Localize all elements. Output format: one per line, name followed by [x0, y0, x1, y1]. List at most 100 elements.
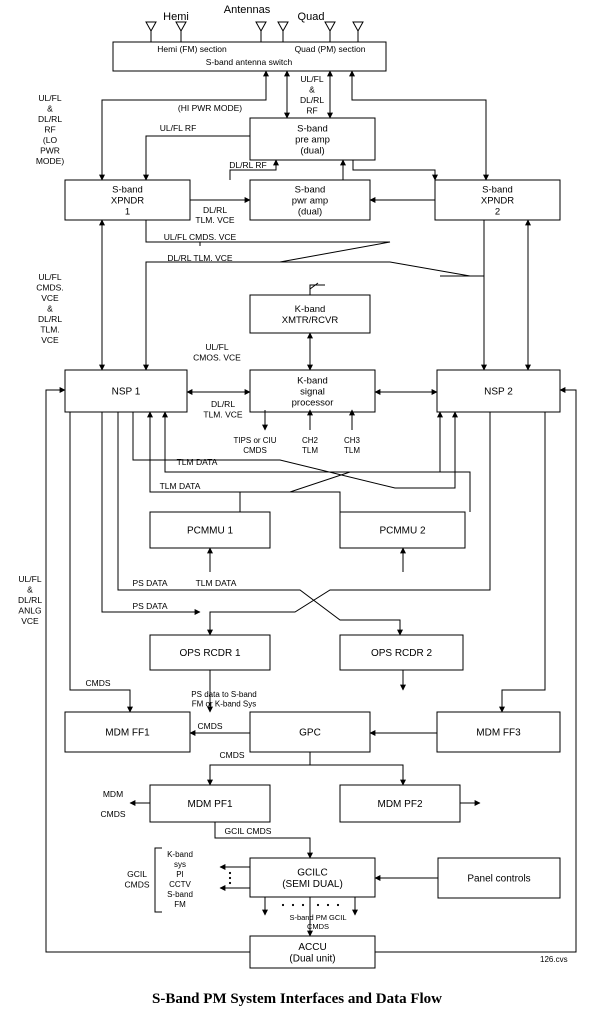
- block-nsp2: NSP 2: [436, 369, 561, 413]
- block-xpndr1-label: XPNDR: [111, 195, 144, 206]
- block-gcilc: GCILC(SEMI DUAL): [249, 857, 376, 898]
- block-accu-label: ACCU: [298, 942, 326, 953]
- diagram-caption: S-Band PM System Interfaces and Data Flo…: [152, 991, 442, 1007]
- antennas-label: Antennas: [224, 4, 271, 16]
- antenna-icon: [145, 21, 157, 42]
- antenna-switch: Hemi (FM) section Quad (PM) section S-ba…: [112, 41, 387, 72]
- connection-lines: [45, 70, 577, 953]
- label-dlrl_rf: DL/RL RF: [229, 160, 266, 170]
- block-ops1-label: OPS RCDR 1: [179, 648, 241, 659]
- block-mdmpf2: MDM PF2: [339, 784, 461, 823]
- block-xpndr1-label: 1: [125, 206, 130, 217]
- switch-quad-section: Quad (PM) section: [295, 44, 366, 54]
- block-accu: ACCU(Dual unit): [249, 935, 376, 969]
- label-mdm_cmds: MDM CMDS: [100, 789, 125, 819]
- block-panel-label: Panel controls: [467, 874, 530, 885]
- label-ps_data_1: PS DATA: [132, 578, 167, 588]
- block-xpndr2-label: XPNDR: [481, 195, 514, 206]
- label-hi_pwr_mode: (HI PWR MODE): [178, 103, 242, 113]
- label-ulfl_rf: UL/FL RF: [160, 123, 197, 133]
- block-preamp-label: (dual): [300, 145, 324, 156]
- block-mdmff3-label: MDM FF3: [476, 728, 521, 739]
- block-xpndr2-label: 2: [495, 206, 500, 217]
- block-pwramp-label: S-band: [295, 184, 326, 195]
- block-xpndr1-label: S-band: [112, 184, 143, 195]
- block-pcmmu2: PCMMU 2: [339, 511, 466, 549]
- block-gcilc-label: (SEMI DUAL): [282, 879, 343, 890]
- block-mdmff1-label: MDM FF1: [105, 728, 150, 739]
- block-ksig-label: signal: [300, 386, 325, 397]
- label-tlm_data_2: TLM DATA: [160, 481, 201, 491]
- antenna-icon: [277, 21, 289, 42]
- antenna-icon: [352, 21, 364, 42]
- block-kxmtr-label: K-band: [295, 304, 326, 315]
- antenna-group: [145, 21, 364, 42]
- antenna-icon: [175, 21, 187, 42]
- block-ops2-label: OPS RCDR 2: [371, 648, 433, 659]
- block-ops2: OPS RCDR 2: [339, 634, 464, 671]
- label-dlrl_tlm_vce_2: DL/RL TLM. VCE: [167, 253, 233, 263]
- switch-title: S-band antenna switch: [206, 57, 293, 67]
- block-ops1: OPS RCDR 1: [149, 634, 271, 671]
- label-tlm_data_1: TLM DATA: [177, 457, 218, 467]
- antenna-icon: [324, 21, 336, 42]
- label-ulfl_cmds_vce: UL/FL CMDS. VCE: [164, 232, 237, 242]
- block-kxmtr-label: XMTR/RCVR: [282, 315, 339, 326]
- block-mdmff1: MDM FF1: [64, 711, 191, 753]
- dotted-bus: [228, 871, 340, 907]
- block-xpndr2-label: S-band: [482, 184, 513, 195]
- block-mdmpf1-label: MDM PF1: [188, 799, 233, 810]
- block-mdmpf1: MDM PF1: [149, 784, 271, 823]
- block-ksig-label: K-band: [297, 375, 328, 386]
- label-gcil_cmds_1: GCIL CMDS: [225, 826, 272, 836]
- block-preamp-label: pre amp: [295, 134, 330, 145]
- block-gpc: GPC: [249, 711, 371, 753]
- label-ps_data_2: PS DATA: [132, 601, 167, 611]
- block-ksig-label: processor: [292, 397, 334, 408]
- block-gcilc-label: GCILC: [297, 867, 328, 878]
- block-pwramp-label: (dual): [298, 206, 322, 217]
- block-nsp1-label: NSP 1: [112, 387, 141, 398]
- label-tlm_data_3: TLM DATA: [196, 578, 237, 588]
- label-cmds_2: CMDS: [197, 721, 222, 731]
- block-pcmmu1-label: PCMMU 1: [187, 526, 234, 537]
- file-reference: 126.cvs: [540, 955, 568, 964]
- block-accu-label: (Dual unit): [289, 953, 335, 964]
- block-pcmmu2-label: PCMMU 2: [379, 526, 426, 537]
- hemi-label: Hemi: [163, 11, 189, 23]
- block-preamp-label: S-band: [297, 123, 328, 134]
- label-cmds_1: CMDS: [85, 678, 110, 688]
- block-nsp1: NSP 1: [64, 369, 188, 413]
- block-panel: Panel controls: [437, 857, 561, 899]
- switch-hemi-section: Hemi (FM) section: [157, 44, 227, 54]
- block-mdmpf2-label: MDM PF2: [378, 799, 423, 810]
- block-mdmff3: MDM FF3: [436, 711, 561, 753]
- block-pwramp-label: pwr amp: [292, 195, 328, 206]
- block-gpc-label: GPC: [299, 728, 321, 739]
- block-nsp2-label: NSP 2: [484, 387, 513, 398]
- block-pcmmu1: PCMMU 1: [149, 511, 271, 549]
- label-cmds_3: CMDS: [219, 750, 244, 760]
- quad-label: Quad: [298, 11, 325, 23]
